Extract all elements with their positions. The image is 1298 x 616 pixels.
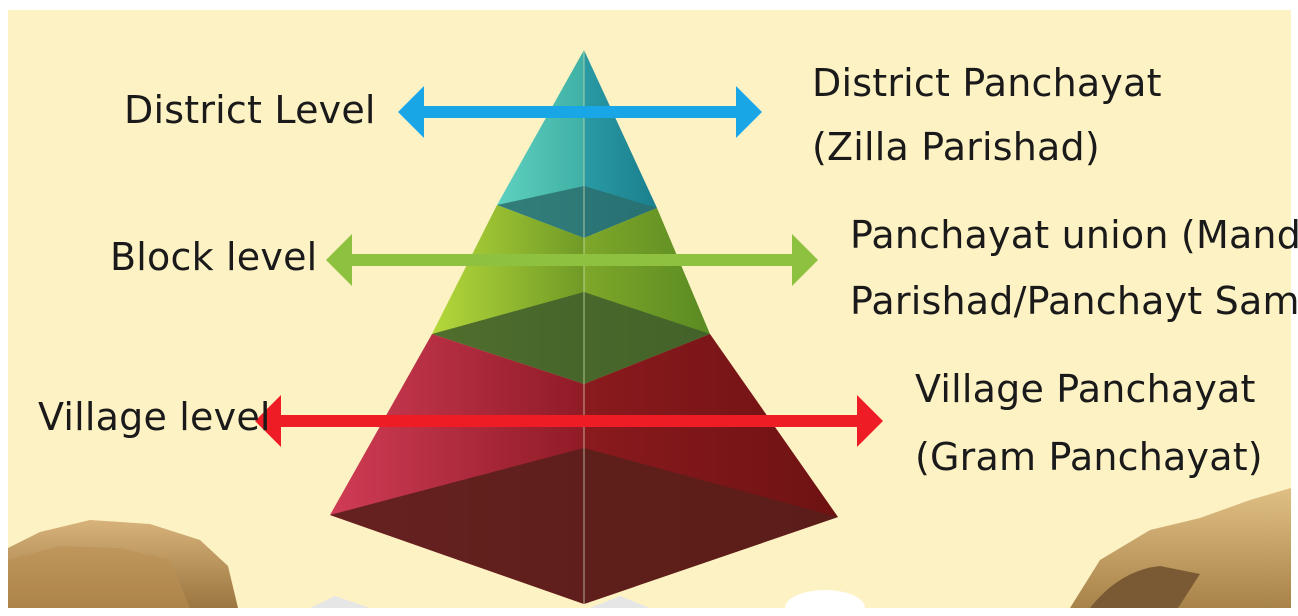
block-body-line2: Parishad/Panchayt Samiti) [850,279,1298,323]
pyramid [330,50,838,604]
right-log-decoration [1090,566,1200,608]
district-level-label: District Level [124,88,376,132]
block-level-label: Block level [110,235,318,279]
village-arrow-left-head [255,395,281,447]
district-body-line2: (Zilla Parishad) [812,125,1100,169]
district-body-line1: District Panchayat [812,61,1162,105]
village-arrow-shaft [279,415,859,427]
village-body-line2: (Gram Panchayat) [915,435,1263,479]
pyramid-middle-slab [432,292,710,384]
district-arrow-shaft [422,106,738,118]
pyramid-top-slab [497,186,657,238]
village-body-line1: Village Panchayat [915,367,1256,411]
village-arrow-right-head [857,395,883,447]
district-arrow-left-head [398,86,424,138]
block-arrow-right-head [792,234,818,286]
block-arrow-shaft [350,254,794,266]
bottom-shape-decoration [310,596,650,608]
left-hill-shadow [8,546,190,608]
arrows [255,86,883,447]
block-body-line1: Panchayat union (Mandal [850,213,1298,257]
bottom-blob-decoration [785,590,865,616]
block-arrow-left-head [326,234,352,286]
pyramid-top-right-face [584,50,657,238]
village-level-label: Village level [38,395,271,439]
district-arrow-right-head [736,86,762,138]
